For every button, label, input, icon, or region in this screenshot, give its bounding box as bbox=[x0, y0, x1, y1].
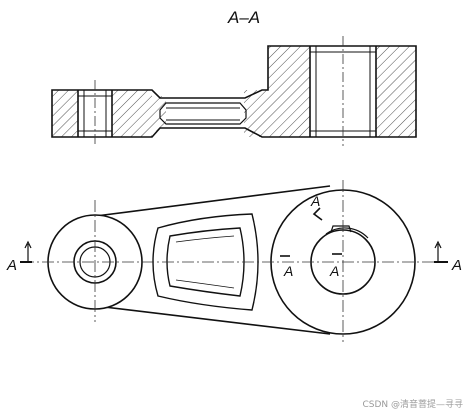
keyway-arc bbox=[325, 227, 369, 239]
right-boss-hatch-b bbox=[376, 46, 416, 137]
cut-label-right: A bbox=[451, 257, 462, 274]
top-centerlines bbox=[22, 180, 446, 342]
inner-cut-mark-top bbox=[312, 207, 323, 221]
arm-bottom-tangent bbox=[95, 305, 331, 335]
inner-label-top: A bbox=[310, 193, 320, 209]
right-boss-hatch-a bbox=[268, 46, 310, 137]
section-title: A–A bbox=[227, 8, 260, 27]
cutting-plane-left bbox=[20, 240, 32, 263]
inner-cut-marks bbox=[280, 207, 342, 257]
arm-top-tangent bbox=[95, 185, 331, 217]
left-boss-hatch-a bbox=[52, 90, 78, 137]
section-outline bbox=[51, 45, 417, 138]
watermark: CSDN @清音菩提—寻寻 bbox=[362, 400, 463, 410]
cut-label-left: A bbox=[6, 257, 17, 274]
cutting-plane-right bbox=[434, 240, 448, 263]
keyway bbox=[330, 225, 352, 233]
web-hatch-left bbox=[152, 96, 166, 131]
web-window bbox=[159, 102, 247, 125]
inner-label-hole: A bbox=[329, 263, 339, 279]
web-recess-inner bbox=[166, 227, 245, 297]
section-view bbox=[51, 45, 417, 138]
web-recess-outer bbox=[152, 213, 259, 311]
inner-label-mid: A bbox=[283, 263, 293, 279]
left-boss-hatch-b bbox=[112, 90, 152, 137]
section-centerlines bbox=[94, 36, 344, 146]
top-view bbox=[47, 185, 416, 335]
